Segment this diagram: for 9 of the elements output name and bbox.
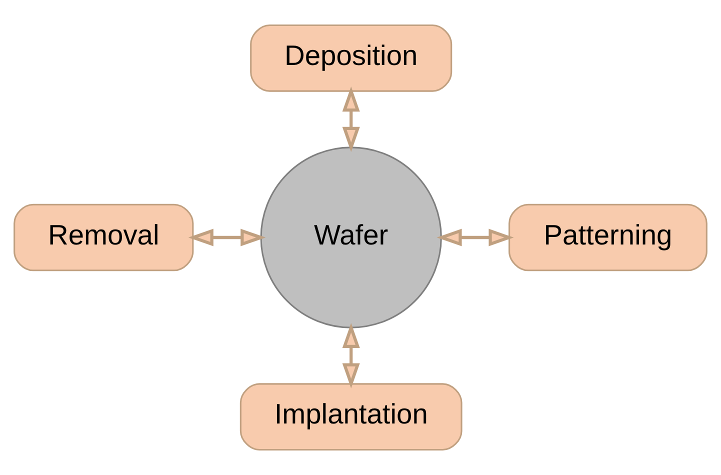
arrow <box>342 322 360 388</box>
node-box: Implantation <box>240 383 462 451</box>
arrow <box>342 86 360 152</box>
node-circle: Wafer <box>260 146 442 328</box>
node-box: Deposition <box>250 24 452 92</box>
arrow <box>436 228 514 246</box>
node-box: Removal <box>14 204 194 272</box>
node-box: Patterning <box>508 204 708 272</box>
arrow <box>188 228 266 246</box>
